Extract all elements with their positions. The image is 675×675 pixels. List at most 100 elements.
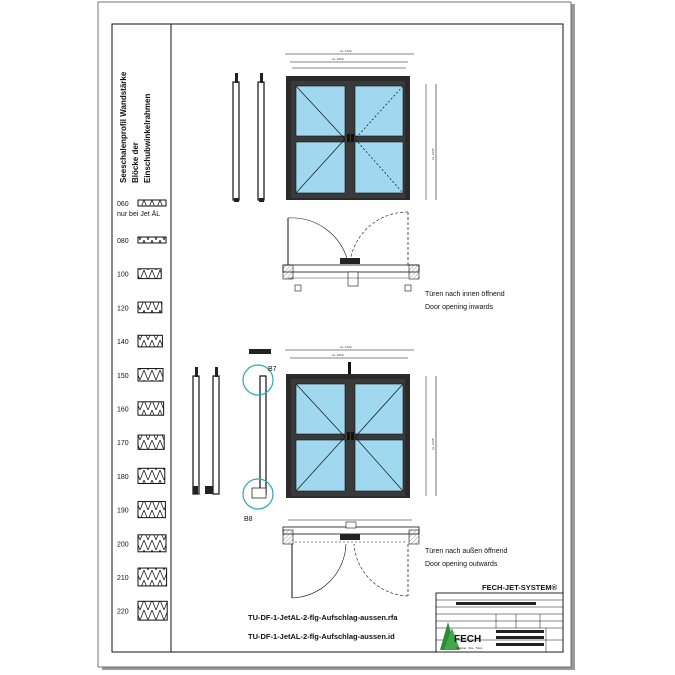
profile-label: 080 — [117, 238, 129, 245]
section-foot — [193, 486, 198, 494]
caption-outward-en: Door opening outwards — [425, 561, 498, 568]
tb-field — [496, 636, 544, 639]
profile-label: 100 — [117, 272, 129, 279]
profile-row: 160 — [117, 401, 165, 416]
opening-indicator — [295, 85, 346, 194]
detail-label-b8: B8 — [244, 516, 253, 523]
sidebar-heading-3: Einschubwinkelrahmen — [143, 94, 152, 183]
dim-height: ca. 2165 — [431, 148, 435, 160]
dim-height: ca. 2165 — [431, 438, 435, 450]
floor-anchor — [347, 271, 359, 287]
profile-row: 210 — [117, 567, 168, 587]
wall-section — [282, 264, 294, 280]
top-closer — [348, 362, 351, 376]
profile-row: 200 — [117, 534, 167, 553]
profile-symbol — [137, 368, 164, 382]
tb-field — [496, 630, 544, 633]
dim-leaf: ca. 1000 — [332, 57, 344, 61]
profile-row: 170 — [117, 434, 165, 450]
floor-anchor — [345, 521, 357, 529]
top-elevation: ca. 1430 ca. 1000 ca. 2165 — [232, 49, 505, 311]
center-post — [340, 534, 360, 540]
profile-symbol — [137, 567, 168, 587]
profile-symbol — [137, 534, 167, 553]
swing-arc — [349, 211, 409, 263]
wall-section — [408, 264, 420, 280]
profile-row: 080 — [117, 236, 167, 245]
center-post — [340, 258, 360, 264]
handle — [347, 134, 350, 142]
detail-circle-b7 — [242, 364, 274, 396]
opening-indicator — [295, 383, 346, 492]
handle — [347, 432, 350, 440]
profile-row: 220 — [117, 600, 168, 621]
plan-view — [282, 211, 420, 292]
profile-row: 150 — [117, 368, 164, 382]
logo-text: FECH — [454, 634, 481, 645]
dim-total: ca. 1430 — [340, 49, 352, 53]
file-name-1: TU-DF-1-JetAL-2-flg-Aufschlag-aussen.rfa — [248, 613, 398, 622]
logo-tagline: Industrie · Tore · Türen — [456, 646, 483, 650]
detail-label-b7: B7 — [268, 366, 277, 373]
profile-symbol — [137, 268, 162, 280]
detail-box — [404, 284, 412, 292]
profile-label: 120 — [117, 305, 129, 312]
detail-bracket — [251, 487, 267, 499]
caption-inward-en: Door opening inwards — [425, 304, 494, 311]
profile-label: 140 — [117, 339, 129, 346]
profile-row: 190 — [117, 501, 166, 519]
profile-row: 120 — [117, 301, 163, 314]
dim-total: ca. 1430 — [340, 345, 352, 349]
profile-list: 060 080 100 120 140 150 160 170 180 190 200 210 220 — [117, 199, 168, 621]
profile-symbol — [137, 334, 163, 348]
file-name-2: TU-DF-1-JetAL-2-flg-Aufschlag-aussen.id — [248, 632, 395, 641]
brand-name: FECH-JET-SYSTEM® — [482, 583, 558, 592]
section-cap — [260, 73, 263, 83]
sidebar: Seeschalenprofil Wandstärke Blöcke der E… — [117, 71, 168, 621]
profile-symbol — [137, 467, 166, 484]
fech-logo: FECH Industrie · Tore · Türen — [440, 622, 483, 650]
handle — [351, 134, 354, 142]
profile-row: 180 — [117, 467, 166, 484]
sidebar-subnote: nur bei Jet ÄL — [117, 210, 160, 218]
profile-row: 060 — [117, 199, 167, 208]
profile-label: 170 — [117, 440, 129, 447]
tb-field — [456, 602, 536, 605]
section-foot — [205, 486, 213, 494]
profile-label: 060 — [117, 201, 129, 208]
glass-pane — [354, 85, 404, 137]
profile-label: 180 — [117, 474, 129, 481]
section-cap — [215, 367, 218, 377]
detail-box — [294, 284, 302, 292]
detail-circle-b8 — [242, 478, 274, 510]
profile-label: 210 — [117, 575, 129, 582]
profile-label: 200 — [117, 541, 129, 548]
section-foot — [259, 198, 264, 202]
caption-inward-de: Türen nach innen öffnend — [425, 291, 505, 298]
sidebar-heading-1: Seeschalenprofil Wandstärke — [119, 71, 128, 183]
profile-symbol — [137, 434, 165, 450]
wall-section — [408, 529, 420, 545]
caption-outward-de: Türen nach außen öffnend — [425, 548, 507, 555]
profile-symbol — [137, 301, 163, 314]
profile-row: 100 — [117, 268, 162, 280]
dim-leaf: ca. 1000 — [332, 353, 344, 357]
handle — [351, 432, 354, 440]
plan-view — [282, 519, 420, 599]
section-cap — [235, 73, 238, 83]
profile-row: 140 — [117, 334, 163, 348]
opening-indicator — [354, 383, 404, 492]
section-cap — [195, 367, 198, 377]
profile-label: 150 — [117, 373, 129, 380]
sidebar-heading-2: Blöcke der — [131, 142, 140, 183]
profile-label: 160 — [117, 407, 129, 414]
profile-symbol — [137, 199, 167, 207]
swing-arc — [287, 217, 349, 263]
profile-label: 190 — [117, 508, 129, 515]
swing-arc — [353, 543, 409, 597]
title-block: FECH-JET-SYSTEM® FECH Industrie · Tore ·… — [435, 583, 564, 653]
bottom-elevation: B7 B8 ca. 1430 ca. 1000 ca. 2165 — [192, 345, 507, 599]
profile-symbol — [137, 401, 165, 416]
tb-field — [496, 643, 544, 646]
